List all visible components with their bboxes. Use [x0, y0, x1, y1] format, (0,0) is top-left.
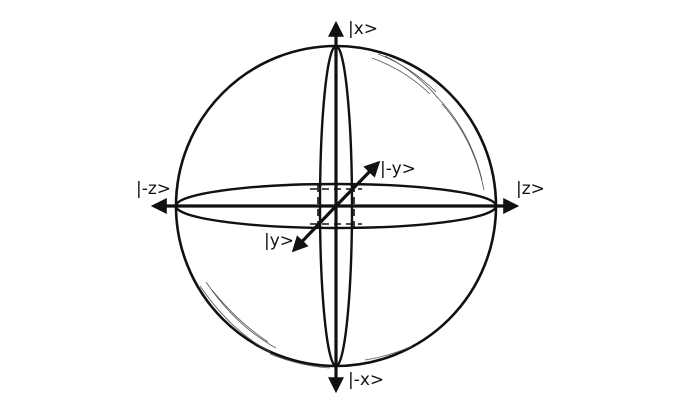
x-label: |x>	[348, 19, 378, 39]
y-label: |y>	[264, 231, 294, 251]
neg-y-axis-arrow	[334, 160, 381, 208]
z-label: |z>	[516, 179, 545, 199]
neg-y-label: |-y>	[380, 159, 416, 179]
neg-z-label: |-z>	[136, 179, 171, 199]
y-axis-arrow	[291, 204, 338, 253]
sphere-shading	[199, 53, 485, 369]
neg-x-label: |-x>	[348, 370, 384, 390]
